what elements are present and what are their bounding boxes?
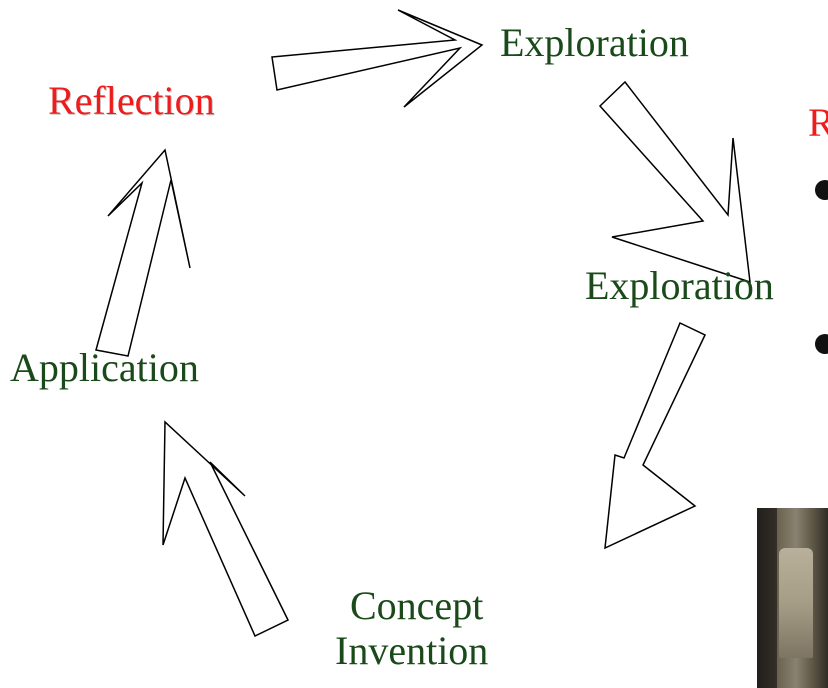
bullet-2 <box>815 334 828 354</box>
node-exploration-right: Exploration <box>585 263 774 308</box>
arrow-application-to-reflection <box>95 148 191 357</box>
arrow-exploration-to-concept <box>604 321 706 550</box>
node-application: Application <box>10 345 199 390</box>
photo-shadow <box>757 508 777 688</box>
photo-image <box>757 508 828 688</box>
bullet-1 <box>815 180 828 200</box>
node-concept-invention-line2: Invention <box>335 628 489 673</box>
node-exploration-top: Exploration <box>500 20 689 65</box>
node-reflection: Reflection <box>48 78 215 123</box>
arrow-exploration-to-exploration <box>598 80 751 284</box>
clipped-heading: R <box>808 100 828 145</box>
arrow-concept-to-application <box>162 420 290 638</box>
node-concept-invention-line1: Concept <box>350 583 484 628</box>
arrow-reflection-to-exploration <box>271 9 484 108</box>
photo-figure <box>779 548 813 658</box>
